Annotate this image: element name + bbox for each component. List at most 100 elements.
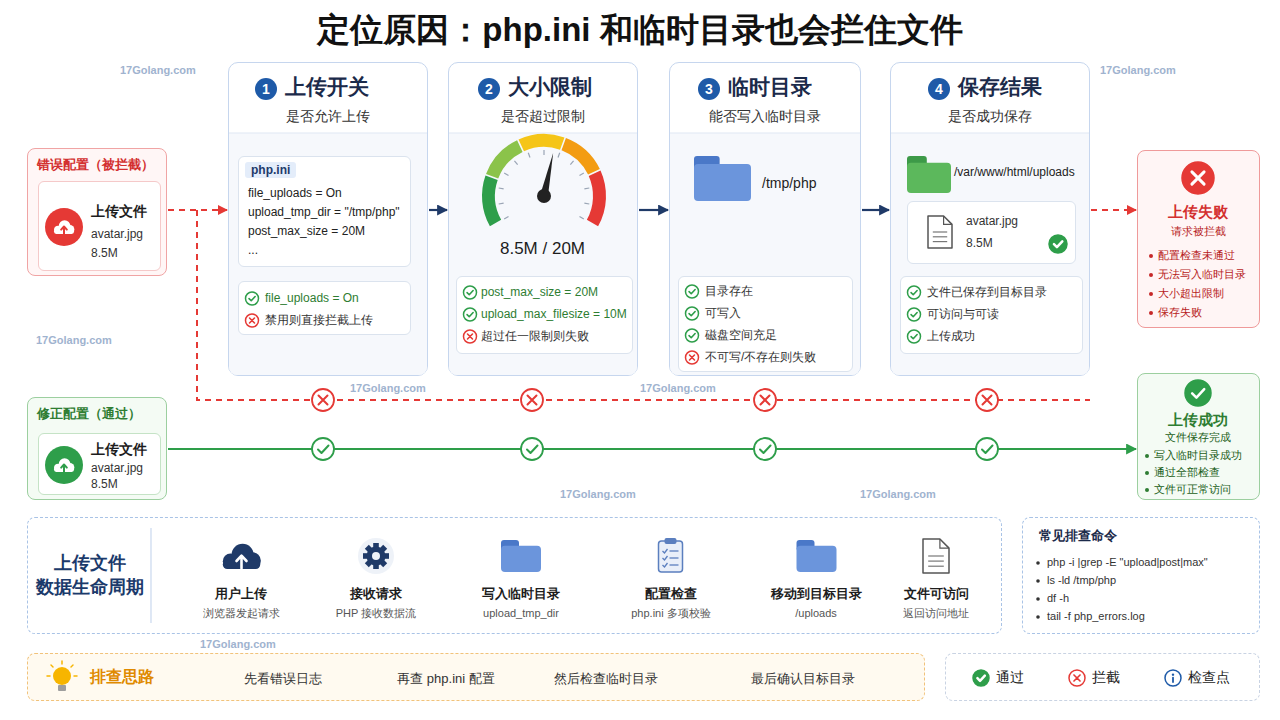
- node-text: 错误配置（被拦截）: [37, 157, 154, 173]
- gear-body: [366, 547, 385, 566]
- node-text: 保存结果: [958, 74, 1042, 99]
- gauge-tick: [558, 153, 560, 158]
- node-text: 上传开关: [285, 74, 369, 99]
- node-text: 4: [928, 78, 950, 100]
- legend-text: 检查点: [1188, 668, 1230, 686]
- node-text: upload_tmp_dir: [482, 607, 560, 621]
- check-icon: [464, 308, 477, 321]
- node-text: 文件已保存到目标目录: [927, 285, 1047, 299]
- watermark: 17Golang.com: [860, 488, 936, 500]
- check-icon: [686, 307, 699, 320]
- step-card: 3临时目录能否写入临时目录/tmp/php目录存在可写入磁盘空间充足不可写/不存…: [669, 62, 861, 376]
- gauge-segment: [482, 176, 501, 227]
- gear-ground: [358, 538, 394, 574]
- node-text: 大小超出限制: [1158, 287, 1224, 300]
- legend-box: 通过拦截检查点: [945, 653, 1260, 701]
- gauge-segment: [561, 138, 599, 175]
- node-text: php.ini: [245, 162, 296, 178]
- document-line: [928, 560, 944, 561]
- tip-step: 最后确认目标目录: [747, 669, 859, 689]
- node-text: upload_tmp_dir = "/tmp/php": [248, 205, 400, 219]
- blocked-mark: [976, 389, 998, 411]
- check-mark: [911, 313, 917, 317]
- check-icon: [908, 308, 921, 321]
- node-text: 8.5M: [966, 236, 993, 250]
- blocked-cross: [319, 396, 328, 405]
- node-art: [900, 528, 972, 621]
- check-list: 目录存在可写入磁盘空间充足不可写/不存在则失败: [678, 276, 853, 372]
- node-text: 再查 php.ini 配置: [397, 671, 495, 687]
- document-line: [933, 241, 947, 242]
- lifecycle-stage: 用户上传浏览器发起请求: [200, 528, 283, 621]
- bulb-ray: [71, 665, 73, 667]
- node-text: file_uploads = On: [248, 186, 342, 200]
- blocked-circle: [312, 389, 334, 411]
- node-text: post_max_size = 20M: [248, 224, 365, 238]
- step-card: 1上传开关是否允许上传php.inifile_uploads = Onuploa…: [228, 62, 428, 376]
- cross-icon: [1069, 670, 1085, 686]
- gauge-tick: [580, 173, 584, 176]
- lifecycle-stage: 接收请求PHP 接收数据流: [333, 528, 419, 621]
- node-art: [908, 202, 1075, 263]
- node-text: 上传文件 数据生命周期: [33, 551, 146, 600]
- node-art: [628, 528, 713, 621]
- cross-mark: [468, 334, 473, 339]
- tips-bar: 排查思路先看错误日志再查 php.ini 配置然后检查临时目录最后确认目标目录: [27, 653, 925, 701]
- card-shade: [891, 133, 1089, 375]
- bullet-dot: [1036, 561, 1040, 565]
- upload-badge: [45, 446, 83, 484]
- node-text: 不可写/不存在则失败: [705, 350, 816, 364]
- bulb-ray: [74, 675, 77, 677]
- node-text: /var/www/html/uploads: [954, 165, 1075, 179]
- cross-icon: [246, 314, 259, 327]
- gear-tooth: [365, 545, 387, 567]
- cross-mark: [1192, 172, 1204, 184]
- node-art: [200, 528, 283, 621]
- pass-mark: [521, 438, 543, 460]
- node-text: ls -ld /tmp/php: [1047, 574, 1116, 587]
- pass-check: [318, 446, 329, 454]
- node-text: 保存失败: [1158, 306, 1202, 319]
- pass-mark: [976, 438, 998, 460]
- check-mark: [467, 313, 473, 317]
- node-text: 能否写入临时目录: [670, 108, 859, 125]
- node-text: 先看错误日志: [244, 671, 322, 687]
- node-text: 上传文件: [91, 441, 147, 458]
- node-text: 配置检查未通过: [1158, 249, 1235, 262]
- document-fold: [940, 539, 949, 548]
- pass-circle: [976, 438, 998, 460]
- node-text: 修正配置（通过）: [37, 406, 141, 422]
- node-text: 目录存在: [705, 284, 753, 298]
- info-dot: [1172, 673, 1174, 675]
- check-icon: [686, 329, 699, 342]
- bullet-dot: [1149, 292, 1153, 296]
- gauge-tick: [504, 217, 508, 220]
- node-art: [333, 528, 419, 621]
- legend-icon: [971, 668, 991, 688]
- blocked-circle: [754, 389, 776, 411]
- pass-check: [527, 446, 538, 454]
- step-card: 4保存结果是否成功保存/var/www/html/uploadsavatar.j…: [890, 62, 1090, 376]
- check-mark: [689, 290, 695, 294]
- node-text: 2: [478, 78, 500, 100]
- cross-icon: [686, 351, 699, 364]
- step-card: 2大小限制是否超过限制8.5M / 20Mpost_max_size = 20M…: [448, 62, 638, 376]
- cross-mark: [1074, 675, 1080, 681]
- gauge-segment: [486, 140, 523, 178]
- pass-circle: [754, 438, 776, 460]
- card-divider: [891, 133, 1089, 134]
- bullet-dot: [1149, 311, 1153, 315]
- tip-step: 先看错误日志: [240, 669, 326, 689]
- node-text: 1: [255, 78, 277, 100]
- legend-icon: [1067, 668, 1087, 688]
- check-mark: [467, 291, 473, 295]
- node-text: tail -f php_errors.log: [1047, 610, 1145, 623]
- gauge-tick: [580, 217, 584, 220]
- node-text: 写入临时目录成功: [1154, 449, 1242, 462]
- tip-step: 再查 php.ini 配置: [393, 669, 499, 689]
- gauge-icon: [482, 134, 606, 226]
- result-box: 上传成功文件保存完成写入临时目录成功通过全部检查文件可正常访问: [1137, 373, 1260, 500]
- gauge-tick: [514, 161, 517, 165]
- node-text: 可访问与可读: [927, 307, 999, 321]
- clipboard-body: [659, 541, 683, 572]
